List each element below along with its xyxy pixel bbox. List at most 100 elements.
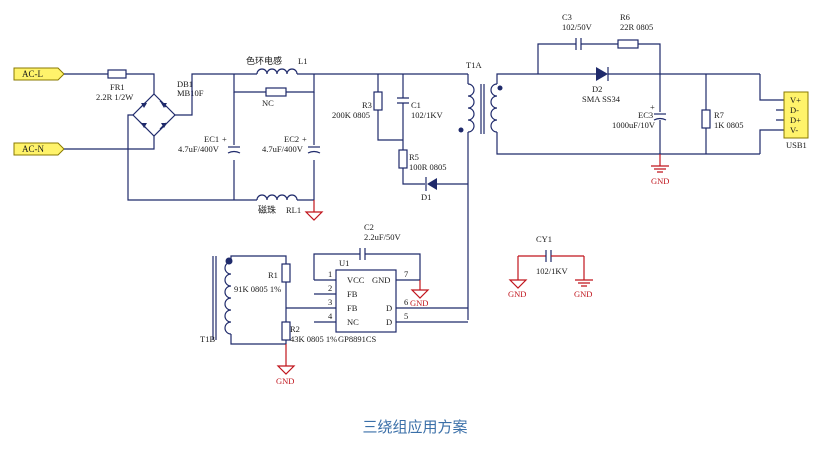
- usb-pin-4: V-: [790, 125, 798, 135]
- diagram-caption: 三绕组应用方案: [362, 418, 468, 436]
- u1-part: GP8891CS: [338, 334, 377, 344]
- u1-pin-3-num: 3: [328, 297, 332, 307]
- r6-value: 22R 0805: [620, 22, 653, 32]
- ec3-ref: EC3: [638, 110, 653, 120]
- usb1-ref: USB1: [786, 140, 807, 150]
- r1-value: 91K 0805 1%: [234, 284, 281, 294]
- l1-inductor: 色环电感 L1: [246, 55, 307, 75]
- r5-ref: R5: [409, 152, 419, 162]
- c3-value: 102/50V: [562, 22, 593, 32]
- u1-pin-1-num: 1: [328, 269, 332, 279]
- rl1-ref: RL1: [286, 205, 301, 215]
- c1-capacitor: C1 102/1KV: [397, 97, 444, 120]
- d2-ref: D2: [592, 84, 602, 94]
- u1-pin-d1-name: D: [386, 303, 392, 313]
- ec1-value: 4.7uF/400V: [178, 144, 220, 154]
- c3-ref: C3: [562, 12, 572, 22]
- port-ac-l-label: AC-L: [22, 69, 43, 79]
- r3-ref: R3: [362, 100, 372, 110]
- t1a-transformer-primary: T1A: [458, 60, 503, 134]
- gnd-symbol-cy1-primary: GND: [508, 279, 528, 299]
- gnd-symbol-secondary: GND: [651, 165, 669, 186]
- ec1-ref: EC1: [204, 134, 219, 144]
- r3-resistor: R3 200K 0805: [332, 91, 383, 120]
- r2-resistor: R2 43K 0805 1%: [281, 321, 337, 344]
- r5-resistor: R5 100R 0805: [398, 149, 447, 172]
- r2-ref: R2: [290, 324, 300, 334]
- t1b-transformer-aux: T1B: [200, 256, 233, 344]
- t1b-ref: T1B: [200, 334, 215, 344]
- usb1-connector: V+ D- D+ V- USB1: [783, 91, 809, 150]
- u1-pin-4-num: 4: [328, 311, 333, 321]
- r6-resistor: R6 22R 0805: [617, 12, 653, 49]
- u1-pin-5-num: 5: [404, 311, 408, 321]
- u1-pin-fb2-name: FB: [347, 303, 358, 313]
- fr1-ref: FR1: [110, 82, 125, 92]
- l1-ref: L1: [298, 56, 307, 66]
- u1-pin-fb1-name: FB: [347, 289, 358, 299]
- ec3-value: 1000uF/10V: [612, 120, 656, 130]
- l1-name: 色环电感: [246, 55, 282, 67]
- cy1-ref: CY1: [536, 234, 552, 244]
- gnd-label-secondary: GND: [651, 176, 669, 186]
- gnd-symbol-rl1: [304, 211, 324, 221]
- ec3-capacitor: + EC3 1000uF/10V: [612, 102, 667, 130]
- gnd-label-cy1-primary: GND: [508, 289, 526, 299]
- port-ac-n: AC-N: [13, 142, 65, 156]
- usb-pin-2: D-: [790, 105, 799, 115]
- r7-resistor: R7 1K 0805: [701, 109, 744, 130]
- ec3-plus: +: [650, 102, 655, 112]
- rl1-name: 磁珠: [258, 204, 276, 216]
- ec1-plus: +: [222, 134, 227, 144]
- r2-value: 43K 0805 1%: [290, 334, 337, 344]
- cy1-y-capacitor: CY1 102/1KV: [536, 234, 569, 276]
- d2-value: SMA SS34: [582, 94, 621, 104]
- r1-ref: R1: [268, 270, 278, 280]
- d1-ref: D1: [421, 192, 431, 202]
- u1-ref: U1: [339, 258, 349, 268]
- cy1-value: 102/1KV: [536, 266, 569, 276]
- gnd-label-r2: GND: [276, 376, 294, 386]
- ec2-value: 4.7uF/400V: [262, 144, 304, 154]
- db1-ref: DB1: [177, 79, 193, 89]
- r3-value: 200K 0805: [332, 110, 370, 120]
- r5-value: 100R 0805: [409, 162, 447, 172]
- rl1-ferrite-bead: 磁珠 RL1: [256, 194, 301, 216]
- ec2-capacitor: + EC2 4.7uF/400V: [262, 134, 321, 154]
- r7-ref: R7: [714, 110, 724, 120]
- c1-value: 102/1KV: [411, 110, 444, 120]
- u1-pin-d2-name: D: [386, 317, 392, 327]
- u1-pin-2-num: 2: [328, 283, 332, 293]
- schematic: AC-L AC-N FR1 2.2R 1/2W DB1 MB10F 色环电感 L…: [13, 12, 809, 386]
- ec1-capacitor: + EC1 4.7uF/400V: [178, 134, 241, 154]
- nc-resistor-value: NC: [262, 98, 274, 108]
- r6-ref: R6: [620, 12, 630, 22]
- ec2-plus: +: [302, 134, 307, 144]
- db1-bridge-rectifier: DB1 MB10F: [132, 79, 204, 137]
- c2-ref: C2: [364, 222, 374, 232]
- u1-pin-nc-name: NC: [347, 317, 359, 327]
- c2-value: 2.2uF/50V: [364, 232, 401, 242]
- u1-pin-6-num: 6: [404, 297, 408, 307]
- c1-ref: C1: [411, 100, 421, 110]
- db1-value: MB10F: [177, 88, 204, 98]
- d2-schottky-diode: D2 SMA SS34: [582, 67, 621, 104]
- r1-resistor: R1 91K 0805 1%: [234, 263, 291, 294]
- gnd-symbol-r2: GND: [276, 365, 296, 386]
- gnd-symbol-u1: GND: [410, 289, 430, 308]
- u1-controller-ic: U1 GP8891CS VCC FB FB NC GND D D 1 2 3 4…: [328, 258, 408, 344]
- fr1-fuse-resistor: FR1 2.2R 1/2W: [96, 69, 133, 102]
- u1-pin-7-num: 7: [404, 269, 408, 279]
- gnd-symbol-cy1-secondary: GND: [574, 279, 593, 299]
- u1-pin-gnd-name: GND: [372, 275, 390, 285]
- port-ac-n-label: AC-N: [22, 144, 44, 154]
- gnd-label-u1: GND: [410, 298, 428, 308]
- fr1-value: 2.2R 1/2W: [96, 92, 133, 102]
- usb-pin-3: D+: [790, 115, 801, 125]
- nc-resistor: NC: [262, 87, 287, 108]
- port-ac-l: AC-L: [13, 67, 65, 81]
- usb-pin-1: V+: [790, 95, 801, 105]
- d1-diode: D1: [421, 177, 437, 202]
- t1a-ref: T1A: [466, 60, 482, 70]
- u1-pin-vcc-name: VCC: [347, 275, 365, 285]
